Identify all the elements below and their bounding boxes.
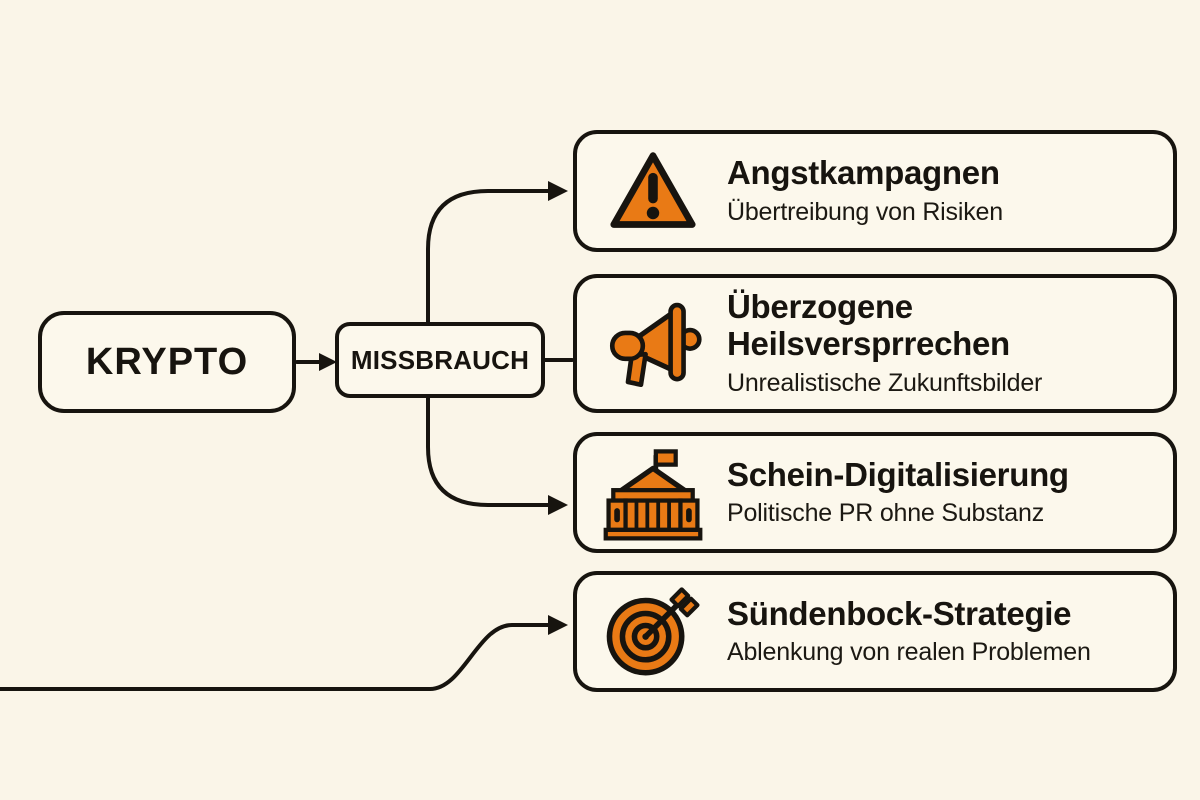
card-subtitle: Übertreibung von Risiken: [727, 197, 1003, 226]
card-title: Angstkampagnen: [727, 154, 1000, 192]
card-subtitle: Unrealistische Zukunftsbilder: [727, 368, 1043, 397]
card-schein-digitalisierung: Schein-Digitalisierung Politische PR ohn…: [573, 432, 1177, 553]
target-arrow-icon: [601, 583, 705, 681]
megaphone-icon: [601, 296, 705, 392]
missbrauch-node: MISSBRAUCH: [335, 322, 545, 398]
card-title: Sündenbock-Strategie: [727, 594, 1072, 632]
card-angstkampagnen: Angstkampagnen Übertreibung von Risiken: [573, 130, 1177, 252]
card-suendenbock-strategie: Sündenbock-Strategie Ablenkung von reale…: [573, 571, 1177, 692]
arrowhead-root-to-hub: [319, 353, 337, 371]
missbrauch-node-label: MISSBRAUCH: [350, 344, 530, 375]
connector-offscreen-to-card-4: [0, 623, 553, 691]
card-subtitle: Ablenkung von realen Problemen: [727, 638, 1091, 667]
card-title: Schein-Digitalisierung: [727, 455, 1069, 493]
krypto-node-label: KRYPTO: [85, 340, 249, 383]
connector-hub-to-card-3: [426, 394, 553, 507]
card-heilsversprechen: Überzogene Heilsversprrechen Unrealistis…: [573, 274, 1177, 413]
krypto-node: KRYPTO: [38, 311, 296, 413]
government-building-icon: [601, 445, 705, 541]
card-subtitle: Politische PR ohne Substanz: [727, 499, 1045, 528]
warning-triangle-icon: [601, 147, 705, 235]
arrowhead-card-1: [548, 181, 568, 201]
arrowhead-card-4: [548, 615, 568, 635]
connector-hub-to-card-1: [426, 189, 553, 326]
arrowhead-card-3: [548, 495, 568, 515]
card-title: Überzogene Heilsversprrechen: [727, 288, 1010, 363]
